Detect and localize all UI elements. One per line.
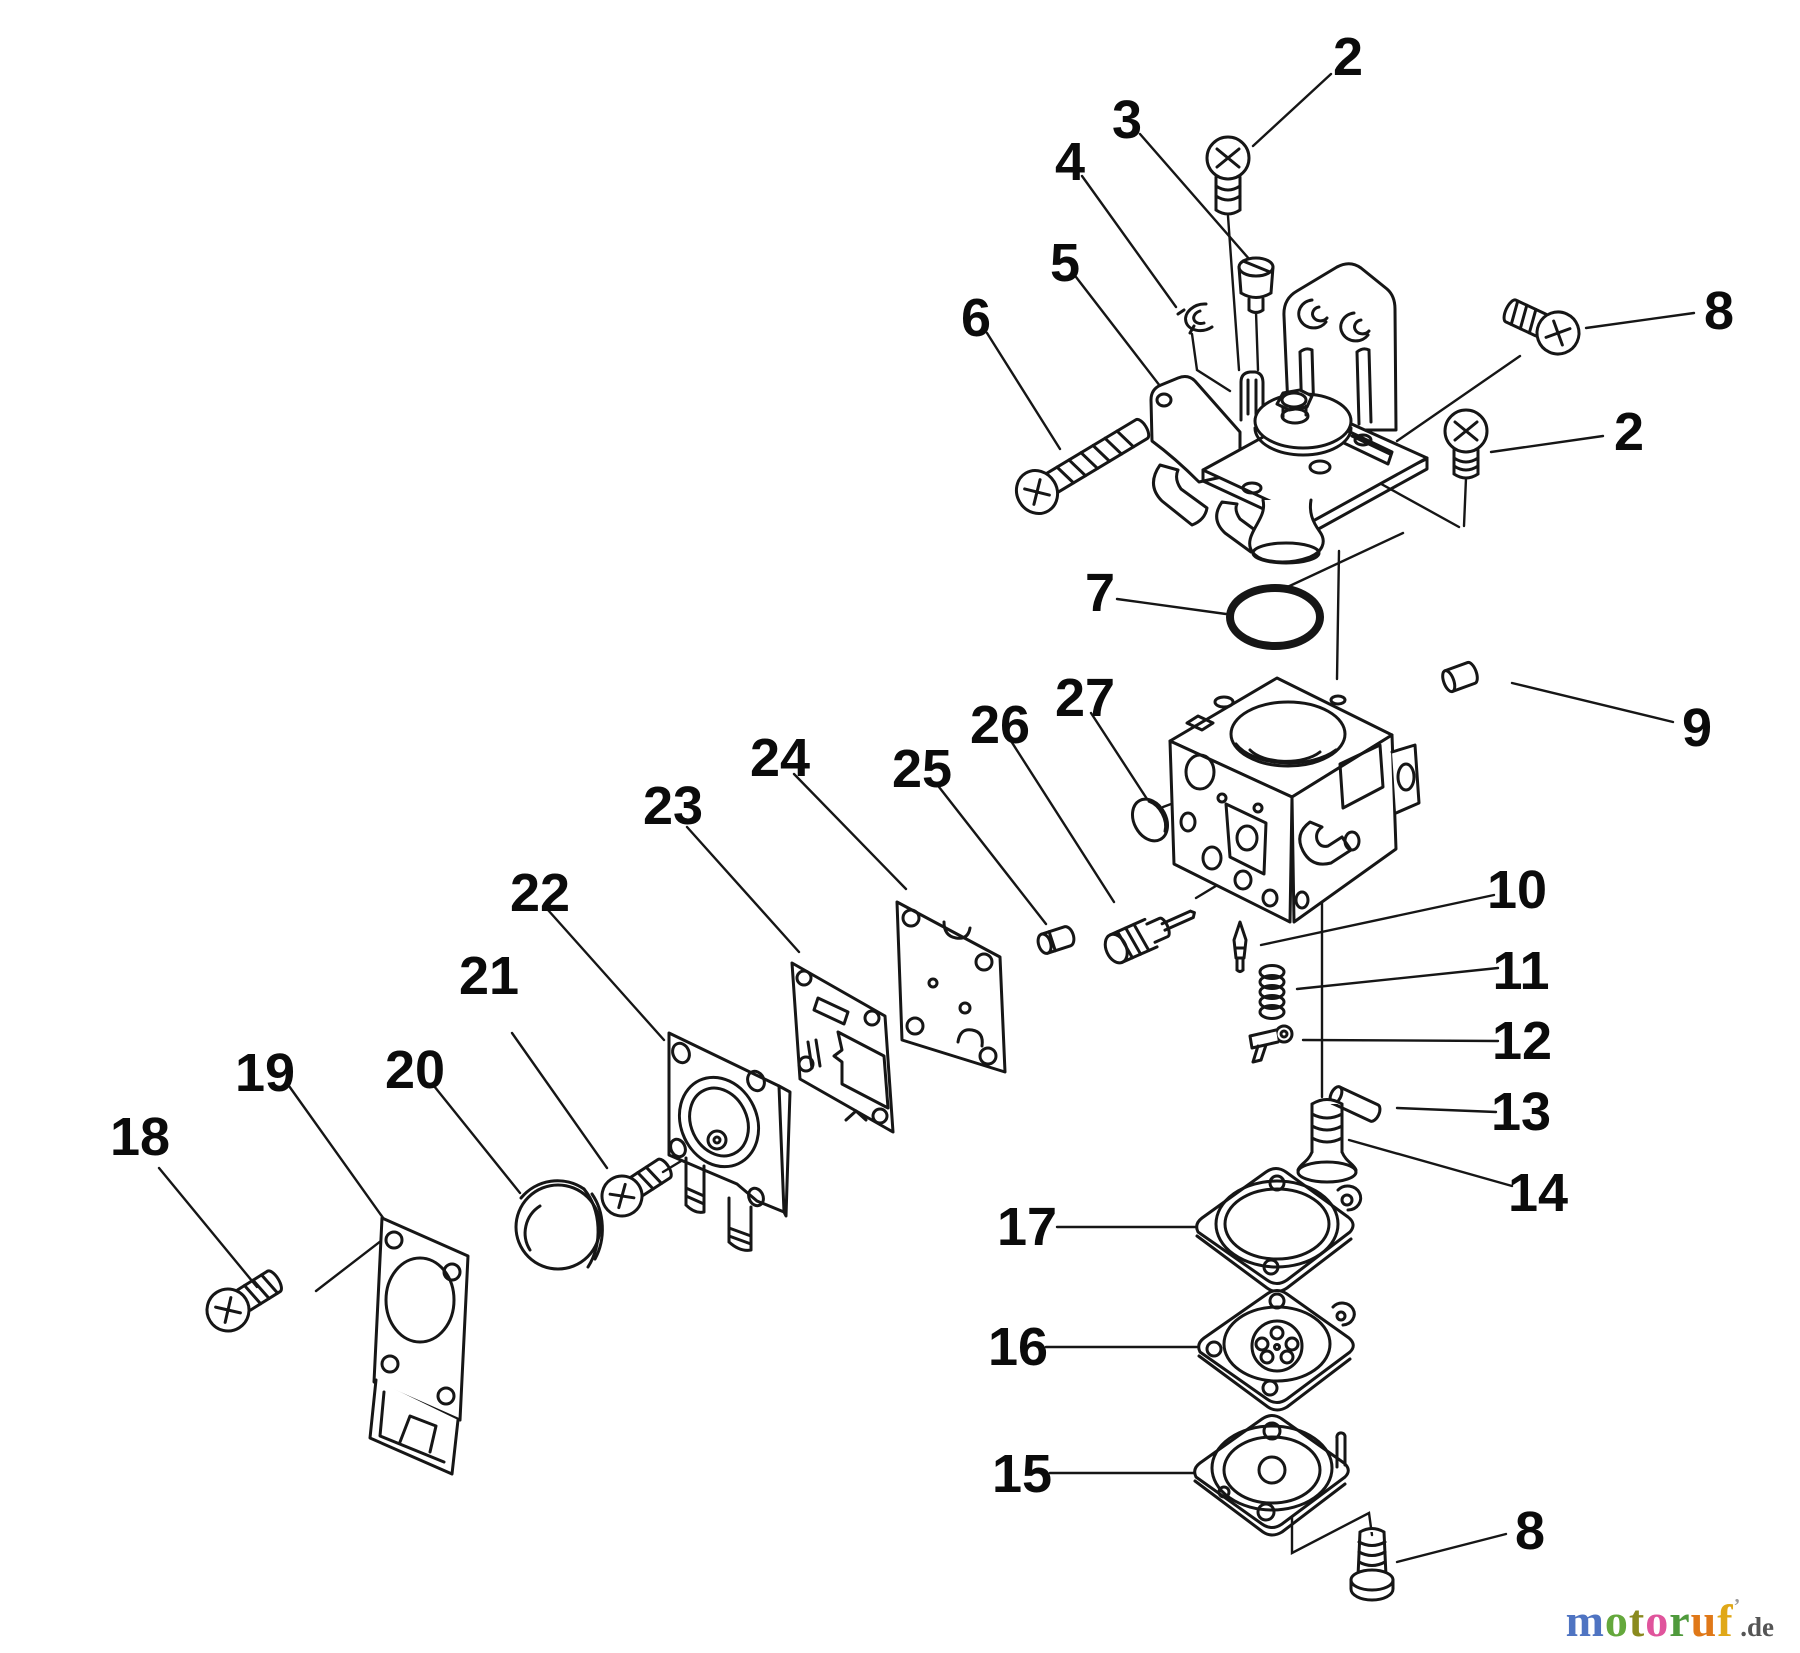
part-pump-plate-19 <box>368 1216 470 1476</box>
callout-4: 4 <box>1055 132 1085 192</box>
callout-8-bottom: 8 <box>1515 1501 1545 1561</box>
part-mixture-screw-26 <box>1103 909 1196 965</box>
leader-9 <box>1510 681 1675 724</box>
part-spring-11 <box>1258 964 1286 1020</box>
callout-7: 7 <box>1085 563 1115 623</box>
leader-20 <box>432 1084 522 1195</box>
callout-25: 25 <box>892 739 952 799</box>
part-pin-13 <box>1328 1085 1382 1123</box>
callout-6: 6 <box>961 288 991 348</box>
callout-27: 27 <box>1055 668 1115 728</box>
leader-22 <box>546 908 666 1042</box>
leader-13 <box>1395 1106 1498 1114</box>
callout-5: 5 <box>1050 233 1080 293</box>
callout-2-top: 2 <box>1333 27 1363 87</box>
callout-14: 14 <box>1508 1163 1568 1223</box>
leader-14 <box>1347 1138 1514 1188</box>
part-pump-body-22 <box>667 1031 792 1252</box>
part-screw-8-bottom <box>1349 1527 1395 1602</box>
part-pump-gasket-23 <box>790 961 895 1134</box>
leader-3 <box>1138 132 1252 262</box>
part-screw-18 <box>205 1269 283 1333</box>
leader-2-right <box>1489 434 1605 454</box>
callout-26: 26 <box>970 695 1030 755</box>
callout-16: 16 <box>988 1317 1048 1377</box>
logo-letter: m <box>1565 1595 1605 1646</box>
callout-19: 19 <box>235 1043 295 1103</box>
part-throttle-frame-5 <box>1149 262 1429 565</box>
logo-domain-suffix: .de <box>1740 1612 1774 1642</box>
callout-8-right: 8 <box>1704 281 1734 341</box>
part-screw-8-right <box>1502 298 1581 356</box>
logo-letter: o <box>1645 1595 1670 1646</box>
callout-23: 23 <box>643 776 703 836</box>
leader-24 <box>792 772 908 891</box>
part-diaphragm-16 <box>1197 1289 1356 1412</box>
motoruf-logo[interactable]: motoruf’.de <box>1566 1596 1774 1644</box>
leader-lines <box>157 72 1696 1564</box>
logo-tick: ’ <box>1733 1595 1741 1617</box>
leader-12 <box>1301 1038 1500 1043</box>
leader-21 <box>510 1031 609 1170</box>
parts-art <box>205 135 1581 1602</box>
leader-10 <box>1259 893 1496 947</box>
leader-26 <box>1009 739 1116 904</box>
logo-letter: f <box>1717 1595 1734 1646</box>
callout-20: 20 <box>385 1040 445 1100</box>
callout-18: 18 <box>110 1107 170 1167</box>
callout-24: 24 <box>750 728 810 788</box>
part-gasket-17 <box>1195 1167 1363 1293</box>
leader-8-right <box>1584 311 1696 330</box>
callout-2-right: 2 <box>1614 402 1644 462</box>
part-screw-6 <box>1014 417 1151 515</box>
leader-4 <box>1080 174 1178 309</box>
part-screw-plug-14 <box>1296 1098 1358 1184</box>
leader-25 <box>937 785 1048 926</box>
logo-letter: t <box>1628 1595 1646 1646</box>
callout-17: 17 <box>997 1197 1057 1257</box>
callout-13: 13 <box>1491 1082 1551 1142</box>
leader-6 <box>985 331 1062 451</box>
part-screw-21 <box>600 1157 673 1218</box>
part-screw-2-right <box>1443 408 1489 480</box>
leader-5 <box>1074 275 1162 388</box>
logo-letter: u <box>1690 1595 1718 1646</box>
callout-22: 22 <box>510 863 570 923</box>
leader-23 <box>685 825 801 954</box>
part-throttle-stop-screw-3 <box>1237 256 1275 314</box>
part-primer-bulb-20 <box>514 1179 604 1271</box>
callout-15: 15 <box>992 1444 1052 1504</box>
leader-11 <box>1295 966 1500 991</box>
part-plug-25 <box>1036 925 1076 955</box>
callout-10: 10 <box>1487 860 1547 920</box>
part-e-clip-4 <box>1176 302 1214 335</box>
leader-7 <box>1115 597 1228 616</box>
part-pump-cover-15 <box>1193 1414 1350 1537</box>
callout-3: 3 <box>1112 90 1142 150</box>
part-carburetor-body <box>1168 676 1421 924</box>
logo-letter: o <box>1604 1595 1629 1646</box>
callout-11: 11 <box>1492 941 1549 1001</box>
part-metering-diaphragm-24 <box>895 900 1007 1074</box>
leader-18 <box>157 1166 259 1289</box>
leader-19 <box>287 1084 393 1231</box>
callout-9: 9 <box>1682 698 1712 758</box>
leader-8-bottom <box>1395 1532 1508 1564</box>
logo-letter: r <box>1669 1595 1691 1646</box>
part-welch-plug-27 <box>1130 797 1170 843</box>
leader-27 <box>1089 711 1149 801</box>
callout-labels: 2 3 4 5 6 7 8 2 9 27 26 25 24 23 22 21 2… <box>110 27 1734 1561</box>
callout-12: 12 <box>1492 1011 1552 1071</box>
callout-21: 21 <box>459 946 519 1006</box>
part-inlet-needle-10 <box>1232 920 1248 973</box>
leader-2-top <box>1251 72 1333 148</box>
part-screw-2-top <box>1205 135 1251 216</box>
part-plug-9 <box>1441 660 1479 694</box>
part-o-ring-7 <box>1226 584 1324 650</box>
part-metering-lever-12 <box>1248 1024 1294 1064</box>
